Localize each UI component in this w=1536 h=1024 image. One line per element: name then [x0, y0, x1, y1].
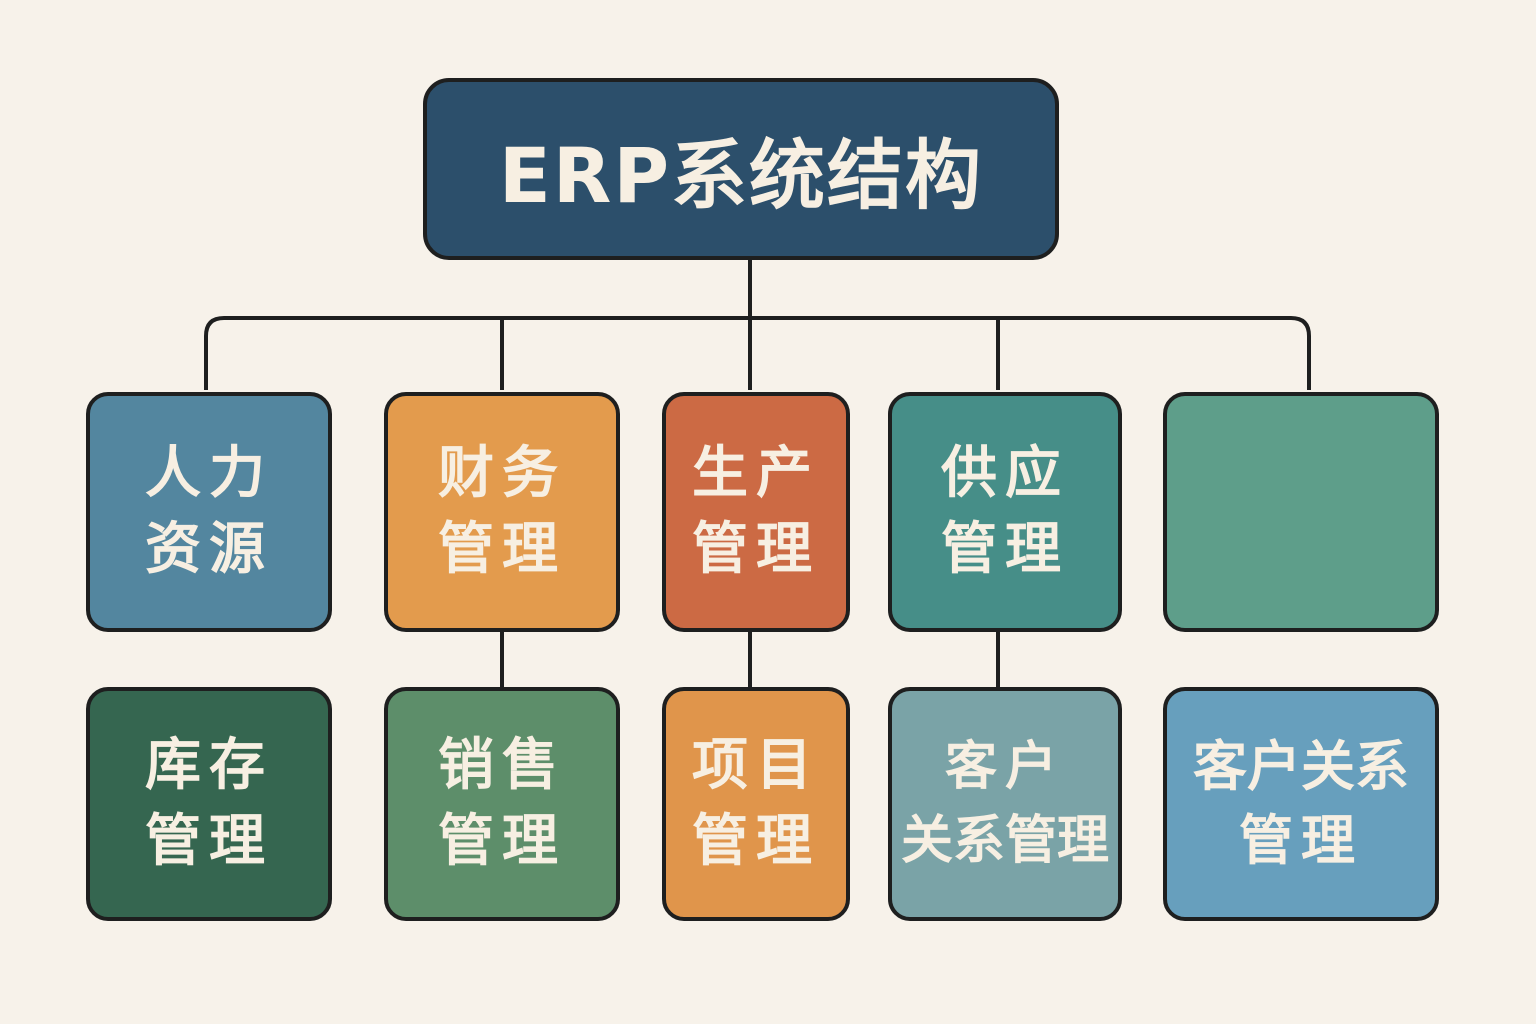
- node-production: 生产 管理: [662, 392, 850, 632]
- node-inventory-line2: 管理: [145, 809, 273, 874]
- node-hr: 人力 资源: [86, 392, 332, 632]
- node-sales: 销售 管理: [384, 687, 620, 921]
- node-inventory-line1: 库存: [145, 733, 273, 798]
- node-project-line1: 项目: [692, 733, 820, 798]
- node-hr-line1: 人力: [145, 441, 273, 506]
- node-project-line2: 管理: [692, 809, 820, 874]
- node-sales-line2: 管理: [438, 809, 566, 874]
- node-empty: [1163, 392, 1439, 632]
- node-supply-line2: 管理: [941, 517, 1069, 582]
- node-crm-1: 客户 关系管理: [888, 687, 1122, 921]
- node-finance-line2: 管理: [438, 517, 566, 582]
- root-title: ERP系统结构: [498, 131, 984, 220]
- node-crm-2-line1: 客户关系: [1193, 735, 1409, 798]
- connector-bus: [204, 316, 1311, 390]
- node-crm-2-line2: 管理: [1239, 809, 1363, 872]
- node-hr-line2: 资源: [145, 517, 273, 582]
- node-inventory: 库存 管理: [86, 687, 332, 921]
- node-production-line2: 管理: [692, 517, 820, 582]
- node-production-line1: 生产: [692, 441, 820, 506]
- node-supply-line1: 供应: [941, 441, 1069, 506]
- node-crm-1-line2: 关系管理: [900, 811, 1109, 871]
- node-project: 项目 管理: [662, 687, 850, 921]
- node-finance-line1: 财务: [438, 441, 566, 506]
- node-sales-line1: 销售: [438, 733, 566, 798]
- node-crm-2: 客户关系 管理: [1163, 687, 1439, 921]
- node-supply: 供应 管理: [888, 392, 1122, 632]
- node-crm-1-line1: 客户: [944, 737, 1065, 797]
- root-node-erp: ERP系统结构: [423, 78, 1059, 260]
- node-finance: 财务 管理: [384, 392, 620, 632]
